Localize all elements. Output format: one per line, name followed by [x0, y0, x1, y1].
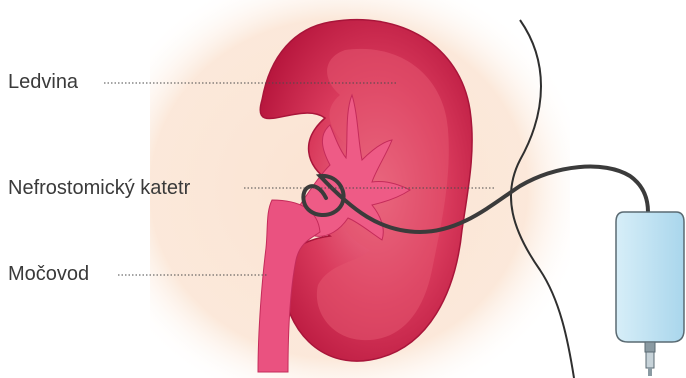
catheter-label: Nefrostomický katetr — [8, 178, 190, 198]
kidney-label: Ledvina — [8, 72, 78, 92]
urine-bag-icon — [616, 212, 684, 376]
ureter-label: Močovod — [8, 264, 89, 284]
